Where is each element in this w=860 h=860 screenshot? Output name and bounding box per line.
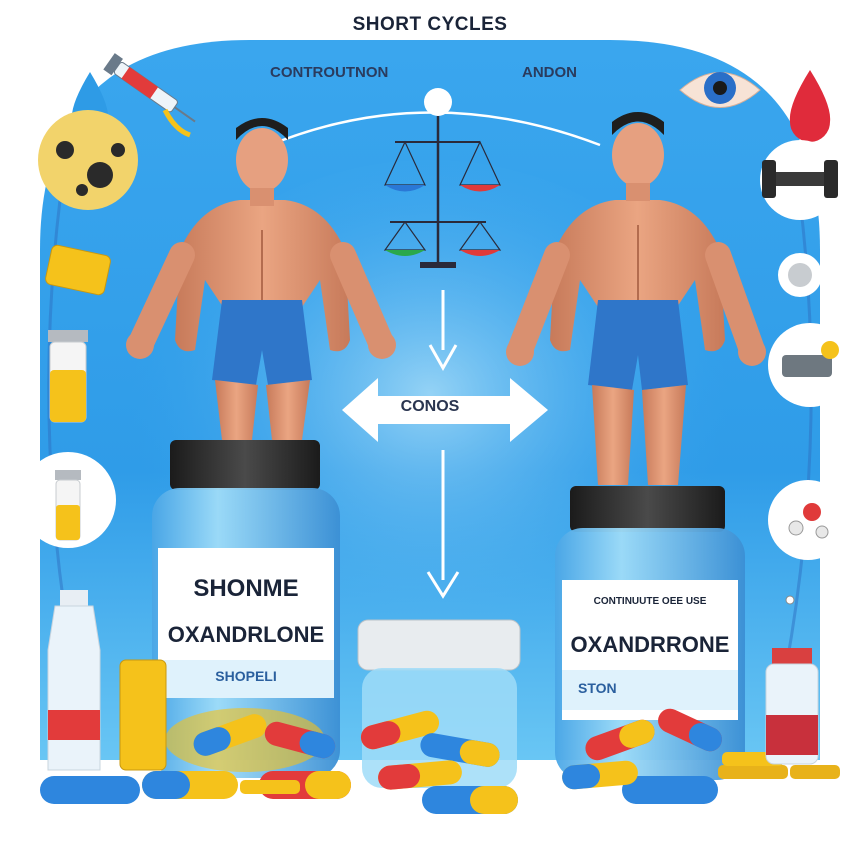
dumbbell-icon xyxy=(760,140,840,297)
coin-icon xyxy=(119,659,840,794)
right-bottle xyxy=(555,486,745,780)
left-bodybuilder xyxy=(126,118,396,440)
pills xyxy=(40,708,722,814)
left-bottle-line3: SHOPELI xyxy=(215,668,277,684)
tool-icon xyxy=(768,323,852,407)
center-arrow-label: CONOS xyxy=(400,398,460,415)
right-bottle-line1: CONTINUUTE OEE USE xyxy=(593,596,707,607)
down-arrow-top xyxy=(428,290,458,372)
syringe-icon xyxy=(103,53,196,138)
right-vial-icon xyxy=(765,648,819,765)
down-arrow-bottom xyxy=(426,450,460,599)
top-left-label: CONTROUTNON xyxy=(270,64,389,81)
molecule-icon xyxy=(768,480,848,605)
left-bottle xyxy=(152,440,340,778)
top-right-label: ANDON xyxy=(522,64,577,81)
horizontal-double-arrow xyxy=(342,378,548,442)
left-bottle-line2: OXANDRLONE xyxy=(167,622,325,647)
eye-icon xyxy=(679,72,761,108)
center-jar xyxy=(357,619,521,788)
scale-icon xyxy=(383,116,502,268)
right-bottle-line3: STON xyxy=(578,680,617,696)
vial-icon xyxy=(20,244,116,771)
left-bottle-line1: SHONMЕ xyxy=(193,575,299,602)
top-node xyxy=(424,88,452,116)
page-title: SHORT CYCLES xyxy=(352,14,508,35)
right-bottle-line2: OXANDRRONE xyxy=(570,632,730,657)
right-bodybuilder xyxy=(506,112,766,485)
blood-drop-icon xyxy=(789,70,831,142)
virus-icon xyxy=(38,110,138,210)
